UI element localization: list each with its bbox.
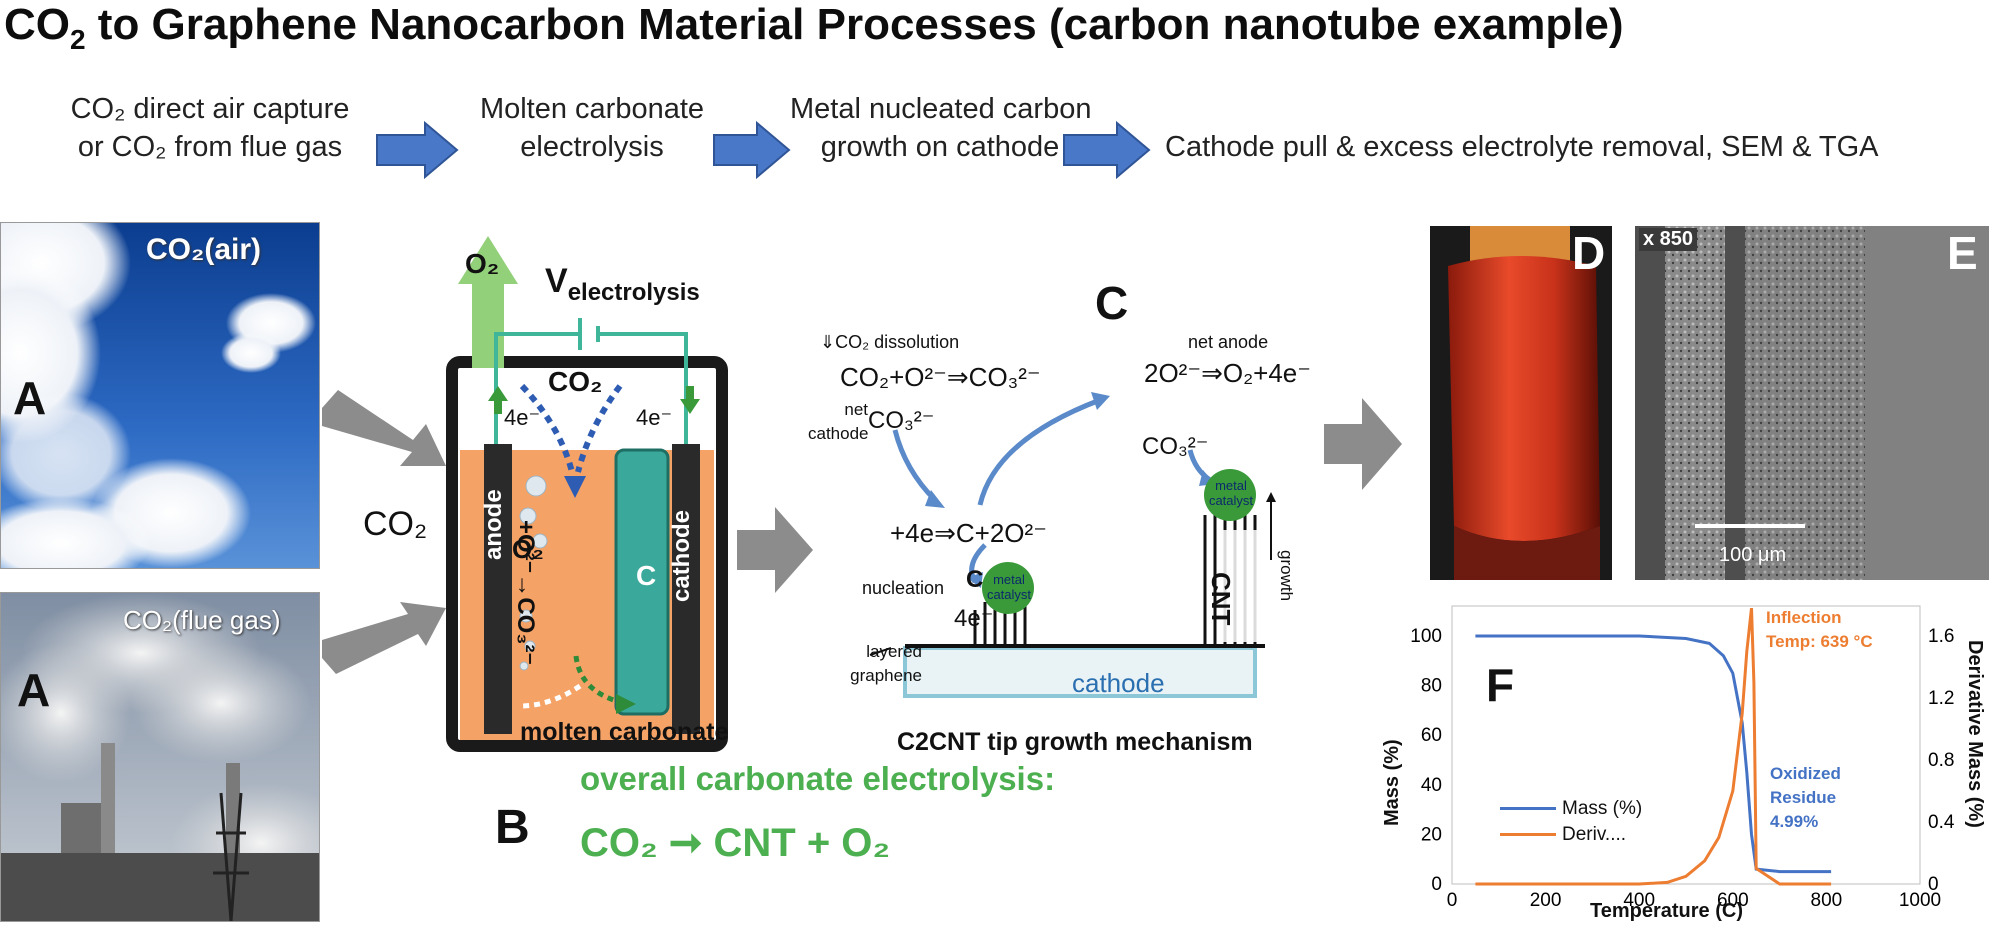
legend-mass-swatch (1500, 807, 1556, 811)
sem-image-texture (1635, 226, 1989, 580)
electrons-left: 4e⁻ (504, 405, 541, 430)
co2-flue-label: CO₂(flue gas) (123, 605, 281, 635)
step-arrow-1 (376, 120, 459, 180)
y2-tick-label: 0 (1928, 874, 1939, 895)
arrow-b-to-c (737, 507, 813, 593)
molten-carbonate-label: molten carbonate (520, 718, 729, 746)
x-axis-label: Temperature (C) (1590, 900, 1743, 922)
o2-bubble-label: O₂ (512, 534, 544, 564)
co2-dissolution-label: ⇓CO₂ dissolution (820, 332, 960, 352)
flue-gas-photo: CO₂(flue gas) A (0, 592, 320, 922)
y-axis-label: Mass (%) (1381, 739, 1403, 826)
y2-axis-label: Derivative Mass (%) (1964, 640, 1986, 828)
cathode-photo: D (1430, 226, 1612, 580)
metal-catalyst-label-1: metal catalyst (986, 572, 1032, 602)
y2-tick-label: 1.6 (1928, 626, 1954, 647)
legend-deriv-swatch (1500, 833, 1556, 837)
sem-image: x 850 E 100 μm (1635, 226, 1989, 580)
panel-a-letter-bottom: A (17, 664, 51, 716)
y2-tick-label: 0.8 (1928, 750, 1954, 771)
y-tick-label: 20 (1421, 824, 1442, 845)
y-tick-label: 40 (1421, 775, 1442, 796)
anode-equation: 2O²⁻⇒O₂+4e⁻ (1144, 358, 1311, 388)
dissolution-equation: CO₂+O²⁻⇒CO₃²⁻ (840, 362, 1041, 392)
scale-bar-label: 100 μm (1719, 544, 1787, 566)
panel-f-letter: F (1486, 659, 1515, 711)
cnt-label: CNT (1206, 572, 1236, 626)
step-arrow-2 (713, 120, 791, 180)
panel-c-letter: C (1095, 277, 1129, 329)
arrow-c-to-d (1324, 398, 1402, 490)
carbon-atom-label: C (966, 566, 984, 593)
y2-tick-label: 1.2 (1928, 688, 1954, 709)
arrow-flue-to-cell (322, 602, 446, 674)
growth-label: growth (1277, 550, 1296, 602)
metal-catalyst-label-2: metal catalyst (1208, 478, 1254, 508)
carbon-label: C (636, 560, 657, 591)
arrow-air-to-cell (322, 390, 446, 466)
net-anode-label: net anode (1188, 332, 1269, 352)
co2-air-label: CO₂(air) (146, 233, 262, 266)
plot-area (1451, 605, 1921, 885)
cathode-label: cathode (668, 509, 695, 602)
voltage-label: Velectrolysis (545, 262, 700, 306)
cathode-base-label: cathode (1072, 668, 1165, 698)
step-4: Cathode pull & excess electrolyte remova… (1165, 131, 1879, 163)
overall-electrolysis-title: overall carbonate electrolysis: (580, 760, 1056, 797)
page-title: CO2 to Graphene Nanocarbon Material Proc… (4, 0, 1624, 55)
x-tick-label: 600 (1717, 890, 1749, 911)
y-tick-label: 60 (1421, 725, 1442, 746)
overall-electrolysis-equation: CO₂ ➞ CNT + O₂ (580, 821, 891, 865)
series-line-derivative (1475, 607, 1832, 886)
x-tick-label: 800 (1811, 890, 1843, 911)
panel-a-letter-top: A (13, 372, 47, 424)
nucleation-label: nucleation (862, 578, 945, 598)
panel-e-letter: E (1947, 227, 1978, 279)
y-tick-label: 80 (1421, 676, 1442, 697)
x-tick-label: 0 (1447, 890, 1458, 911)
y-tick-label: 100 (1410, 626, 1442, 647)
four-electron-label: 4e⁻ (954, 605, 994, 632)
layered-graphene-label: layered graphene (850, 642, 922, 685)
co2-input-label: CO₂ (363, 505, 428, 543)
reduction-equation: +4e⇒C+2O²⁻ (890, 518, 1047, 548)
cathode-carbonate: CO₃²⁻ (868, 407, 935, 434)
x-tick-label: 1000 (1899, 890, 1941, 911)
electrons-right: 4e⁻ (636, 405, 673, 430)
legend-deriv: Deriv.... (1500, 824, 1626, 846)
panel-b-letter: B (495, 801, 530, 854)
y2-tick-label: 0.4 (1928, 812, 1955, 833)
step-arrow-3 (1063, 120, 1151, 180)
carbonate-reaction: +O²⁻→CO₃²⁻ (512, 520, 539, 666)
sky-photo: CO₂(air) A (0, 222, 320, 569)
cathode-photo-image (1448, 226, 1600, 580)
y-tick-label: 0 (1431, 874, 1442, 895)
growth-mechanism-diagram (869, 392, 1276, 698)
inflection-annotation: Inflection Temp: 639 °C (1766, 608, 1873, 651)
anode-carbonate: CO₃²⁻ (1142, 433, 1209, 460)
o2-product-label: O₂ (465, 248, 500, 279)
anode-label: anode (480, 489, 507, 560)
co2-in-cell: CO₂ (548, 366, 603, 397)
x-tick-label: 200 (1530, 890, 1562, 911)
magnification-label: x 850 (1639, 228, 1698, 251)
panel-d-letter: D (1572, 227, 1606, 279)
mechanism-caption: C2CNT tip growth mechanism (897, 728, 1253, 756)
electrolysis-cell (446, 236, 728, 752)
legend-mass: Mass (%) (1500, 798, 1642, 820)
sky-image (1, 223, 319, 568)
flue-gas-image (1, 593, 319, 921)
net-cathode-label: net cathode (808, 400, 869, 443)
x-tick-label: 400 (1623, 890, 1655, 911)
residue-annotation: Oxidized Residue 4.99% (1770, 764, 1841, 831)
